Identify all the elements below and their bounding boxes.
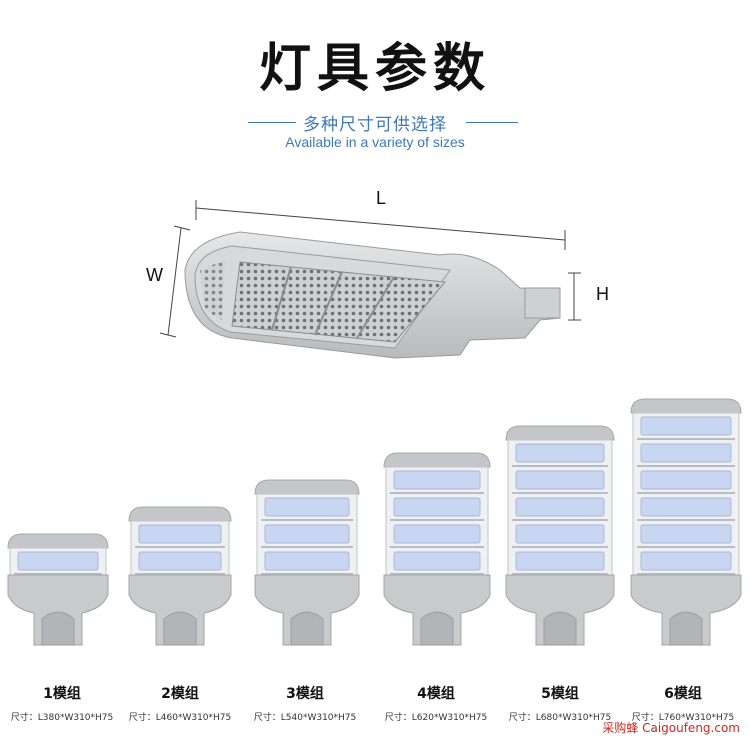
lamp-4-pole-mount <box>420 611 454 646</box>
lamp-1-base <box>7 574 109 646</box>
page-title: 灯具参数 <box>258 39 491 99</box>
model-size-3: 尺寸：L540*W310*H75 <box>253 713 357 723</box>
lamp-6-led-module <box>640 524 732 544</box>
lamp-2-base <box>128 574 232 646</box>
lamp-models-illustration <box>7 398 742 646</box>
subtitle-line-right <box>466 122 518 123</box>
model-name-5: 5模组 <box>541 686 579 702</box>
lamp-5-led-module <box>515 524 605 544</box>
model-name-2: 2模组 <box>161 686 199 702</box>
subtitle-en: Available in a variety of sizes <box>285 134 465 150</box>
lamp-6-led-module <box>640 416 732 436</box>
lamp-5-pole-mount <box>543 611 577 646</box>
lamp-3-led-module <box>264 497 350 517</box>
model-name-4: 4模组 <box>417 686 455 702</box>
lamp-4-cap <box>383 452 491 468</box>
width-label: W <box>146 265 163 285</box>
lamp-3-led-module <box>264 524 350 544</box>
model-name-3: 3模组 <box>286 686 324 702</box>
lamp-6-led-module <box>640 497 732 517</box>
lamp-5-cap <box>505 425 615 441</box>
lamp-1-led-module <box>17 551 99 571</box>
lamp-5-led-module <box>515 551 605 571</box>
lamp-2-pole-mount <box>163 611 197 646</box>
lamp-3-cap <box>254 479 360 495</box>
watermark: 采购蜂 Caigoufeng.com <box>602 721 740 735</box>
lamp-3-pole-mount <box>290 611 324 646</box>
model-name-6: 6模组 <box>664 686 702 702</box>
model-size-2: 尺寸：L460*W310*H75 <box>128 713 232 723</box>
lamp-4-led-module <box>393 470 481 490</box>
model-labels: 1模组 尺寸：L380*W310*H75 2模组 尺寸：L460*W310*H7… <box>0 683 750 743</box>
subtitle-line-left <box>248 122 296 123</box>
length-label: L <box>376 188 387 208</box>
lamp-5-led-module <box>515 497 605 517</box>
lamp-2-led-module <box>138 524 222 544</box>
lamp-4-led-module <box>393 551 481 571</box>
model-lamps <box>0 370 750 690</box>
model-name-1: 1模组 <box>43 686 81 702</box>
lamp-2-led-module <box>138 551 222 571</box>
dimension-diagram: L W H <box>0 170 750 370</box>
model-size-6: 尺寸：L760*W310*H75 <box>631 713 735 723</box>
height-label: H <box>596 284 609 304</box>
lamp-4-base <box>383 574 491 646</box>
lamp-6-led-module <box>640 470 732 490</box>
lamp-1-cap <box>7 533 109 549</box>
model-size-5: 尺寸：L680*W310*H75 <box>508 713 612 723</box>
lamp-5-led-module <box>515 470 605 490</box>
lamp-3-led-module <box>264 551 350 571</box>
lamp-3-base <box>254 574 360 646</box>
lamp-2-cap <box>128 506 232 522</box>
lamp-6-pole-mount <box>669 611 703 646</box>
lamp-6-cap <box>630 398 742 414</box>
lamp-1-pole-mount <box>41 611 75 646</box>
subtitle-cn: 多种尺寸可供选择 <box>303 115 447 135</box>
lamp-6-base <box>630 574 742 646</box>
lamp-5-base <box>505 574 615 646</box>
lamp-6-led-module <box>640 551 732 571</box>
subtitle-row: 多种尺寸可供选择 <box>0 110 750 136</box>
lamp-5-led-module <box>515 443 605 463</box>
lamp-4-led-module <box>393 524 481 544</box>
lamp-dimension-drawing <box>159 200 581 359</box>
lamp-6-led-module <box>640 443 732 463</box>
model-size-4: 尺寸：L620*W310*H75 <box>384 713 488 723</box>
model-size-1: 尺寸：L380*W310*H75 <box>10 713 114 723</box>
lamp-4-led-module <box>393 497 481 517</box>
